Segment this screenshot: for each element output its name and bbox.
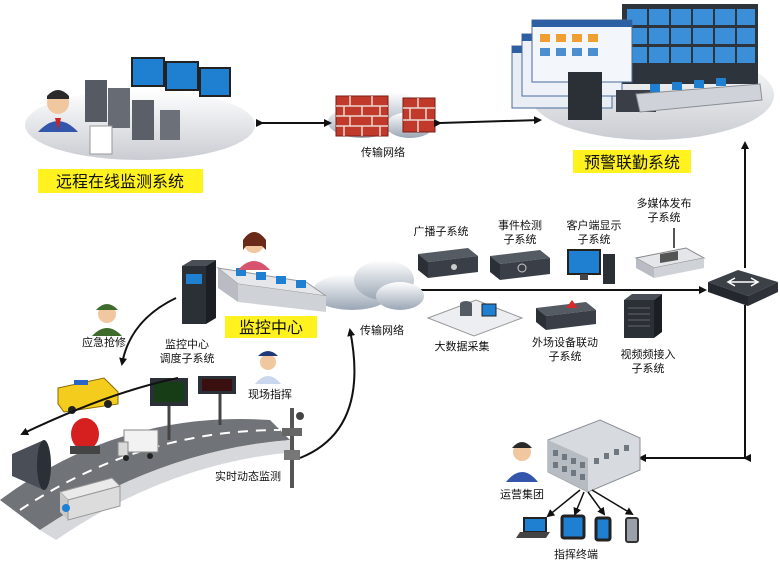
office-building-icon [547, 419, 641, 493]
video-access-device-icon [624, 294, 662, 338]
client-display-icon [567, 249, 615, 284]
camera-box-icon [59, 477, 121, 521]
monitor-wall-icon [131, 57, 231, 97]
monitor-center-highlight [225, 316, 317, 338]
realtime-monitor-label: 实时动态监测 [215, 469, 281, 483]
warning-linkage-label: 预警联勤系统 [584, 153, 680, 172]
dispatch-cabinet-icon [182, 260, 216, 324]
firewall-icon [335, 95, 436, 137]
terminal-arrows [546, 489, 634, 518]
server-cabinet-icon [568, 72, 602, 120]
warning-light-icon [70, 418, 100, 454]
multimedia-device-icon [634, 228, 706, 278]
server-rack-icon [85, 80, 180, 155]
operator-icon [38, 90, 78, 132]
operator-desk-icon [635, 78, 763, 113]
warning-center-room [511, 4, 774, 140]
event-detect-label-2: 子系统 [504, 233, 537, 246]
client-display-label-1: 客户端显示 [567, 218, 622, 232]
mobile-phone-icon [625, 517, 639, 543]
broadcast-device-icon [418, 248, 478, 278]
big-data-icon [426, 299, 524, 337]
loudspeaker-icon [12, 440, 51, 490]
monitoring-pole-icon [282, 408, 304, 488]
female-operator-icon [238, 232, 270, 270]
arrow-to-road [20, 377, 179, 436]
tablet-icon [560, 514, 586, 540]
laptop-icon [516, 517, 550, 538]
video-wall-icon [622, 4, 758, 84]
smartphone-icon [594, 516, 612, 542]
field-linkage-device-icon [536, 300, 596, 330]
police-officer-icon [255, 351, 281, 384]
manager-icon [506, 442, 538, 482]
arrow-dispatch-to-emergency [119, 297, 177, 366]
repair-worker-icon [92, 304, 122, 336]
road-scene [0, 376, 304, 540]
broadcast-label: 广播子系统 [414, 224, 469, 238]
arrow-cloud-to-warning [433, 116, 542, 128]
transport-network-mid-label: 传输网络 [360, 323, 404, 337]
multimedia-label-1: 多媒体发布 [637, 196, 692, 210]
arrow-pole-to-cloud [299, 328, 356, 459]
multimedia-label-2: 子系统 [648, 211, 681, 224]
field-linkage-label-1: 外场设备联动 [532, 335, 598, 349]
remote-monitor-room [25, 57, 255, 160]
client-display-label-2: 子系统 [578, 233, 611, 246]
video-access-label-1: 视频频接入 [621, 347, 676, 361]
remote-monitor-label: 远程在线监测系统 [56, 172, 184, 191]
monitor-center-label: 监控中心 [239, 318, 303, 337]
command-terminal-label: 指挥终端 [554, 547, 598, 561]
big-data-label: 大数据采集 [435, 339, 490, 353]
field-command-label: 现场指挥 [248, 387, 292, 401]
warning-linkage-highlight [573, 150, 691, 173]
event-detect-label-1: 事件检测 [498, 218, 542, 232]
video-access-label-2: 子系统 [632, 362, 665, 375]
truck-icon [117, 429, 159, 461]
dispatch-label-1: 监控中心 [165, 337, 209, 351]
network-switch-icon [708, 270, 778, 306]
emergency-label: 应急抢修 [82, 335, 126, 349]
vms-sign-icon [150, 376, 236, 440]
event-detect-device-icon [490, 250, 550, 280]
transport-network-top-label: 传输网络 [361, 145, 405, 159]
monitor-center-cloud-icon [312, 260, 424, 310]
monitor-center-desk-icon [216, 267, 327, 312]
remote-monitor-highlight [38, 169, 203, 193]
field-linkage-label-2: 子系统 [549, 350, 582, 363]
dispatch-label-2: 调度子系统 [160, 351, 215, 365]
emergency-vehicle-icon [57, 377, 119, 414]
operation-group-label: 运营集团 [500, 487, 544, 501]
